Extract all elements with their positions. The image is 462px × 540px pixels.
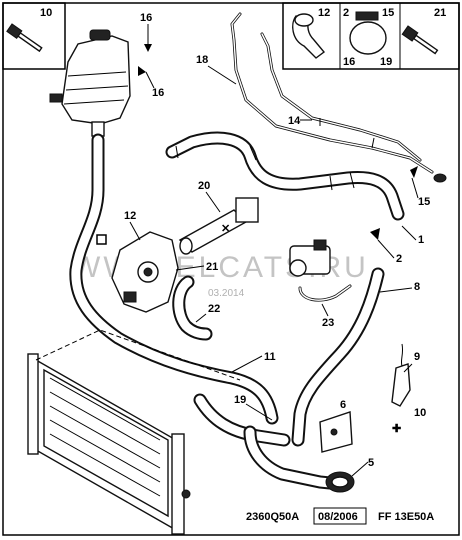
cross-marker: ✚ [392, 423, 401, 435]
callout-1: 1 [418, 234, 424, 246]
svg-text:✕: ✕ [221, 223, 230, 235]
callout-14: 14 [288, 115, 301, 127]
expansion-tank [49, 29, 131, 137]
callout-6: 6 [340, 399, 346, 411]
valve-block [289, 239, 331, 277]
bolt-icon [6, 23, 43, 53]
bolt-21-icon [401, 25, 439, 55]
callout-19: 19 [234, 394, 246, 406]
callout-16-b: 16 [152, 87, 164, 99]
callout-20: 20 [198, 180, 210, 192]
callout-9: 9 [414, 351, 420, 363]
callout-8: 8 [414, 281, 420, 293]
hose-clamp-icon [349, 11, 387, 55]
footer-date-box [313, 507, 367, 525]
callout-15-top: 15 [382, 7, 394, 19]
callout-5: 5 [368, 457, 374, 469]
thermostat-housing [111, 231, 179, 313]
footer-date: 08/2006 [318, 511, 358, 523]
sensor-9 [391, 343, 411, 407]
callout-12-top: 12 [318, 7, 330, 19]
callout-16-a: 16 [140, 12, 152, 24]
bracket-6 [319, 411, 353, 453]
arrow-marker [410, 166, 418, 178]
callout-19-box: 19 [380, 56, 392, 68]
arrow-marker [138, 66, 146, 76]
tank-cap-icon [89, 29, 111, 41]
callout-22: 22 [208, 303, 220, 315]
callout-21-top: 21 [434, 7, 446, 19]
footer-ref: FF 13E50A [378, 511, 434, 523]
callout-23: 23 [322, 317, 334, 329]
pipe-20: ✕ [178, 197, 259, 255]
callout-10-right: 10 [414, 407, 426, 419]
callout-15-right: 15 [418, 196, 430, 208]
callout-10-top: 10 [40, 7, 52, 19]
callout-21-mid: 21 [206, 261, 218, 273]
inset-box-bolt-10: 10 [2, 2, 66, 70]
watermark-date: 03.2014 [208, 288, 245, 299]
callout-12-left: 12 [124, 210, 136, 222]
footer: 2360Q50A 08/2006 FF 13E50A [246, 507, 434, 525]
square-marker [96, 234, 107, 245]
inset-box-clips: 12 2 15 16 19 21 [282, 2, 460, 70]
callout-18: 18 [196, 54, 208, 66]
outlet-5 [325, 471, 355, 493]
callout-2-mid: 2 [396, 253, 402, 265]
callout-16-box: 16 [343, 56, 355, 68]
callout-2-top: 2 [343, 7, 349, 19]
radiator [27, 353, 191, 535]
hose-clip-icon [292, 13, 326, 59]
callout-11: 11 [264, 351, 276, 363]
pipe-18 [230, 12, 434, 174]
arrow-marker [370, 228, 380, 240]
footer-code: 2360Q50A [246, 511, 299, 523]
arrow-marker [144, 44, 152, 52]
